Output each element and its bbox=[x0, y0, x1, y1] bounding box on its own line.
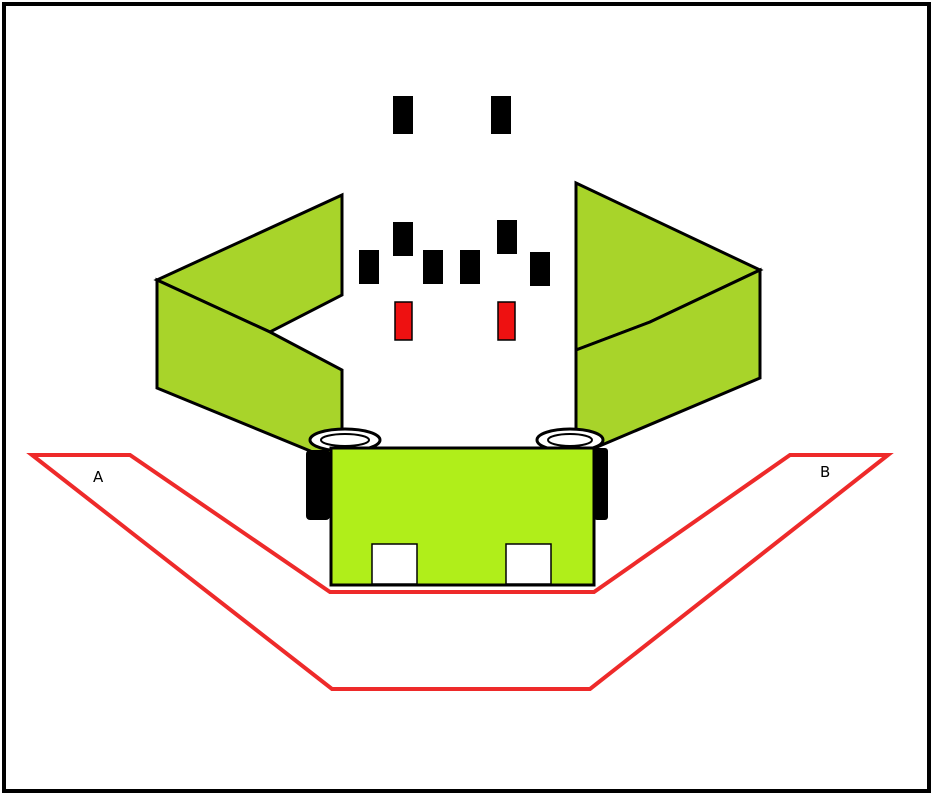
left-wall bbox=[153, 192, 344, 457]
scoring-zone-outline bbox=[26, 453, 894, 691]
dark-markers bbox=[359, 96, 550, 286]
robot-body bbox=[329, 446, 596, 587]
dark-marker bbox=[393, 96, 413, 134]
right-bumper bbox=[505, 543, 552, 585]
left-bumper bbox=[371, 543, 418, 585]
dark-marker bbox=[491, 96, 511, 134]
dark-marker bbox=[497, 220, 517, 254]
dark-marker bbox=[530, 252, 550, 286]
red-markers bbox=[394, 301, 516, 341]
right-wheel bbox=[594, 448, 608, 520]
zone-b-label: B bbox=[820, 463, 830, 481]
robot bbox=[306, 427, 608, 587]
dark-marker bbox=[393, 222, 413, 256]
zone-a-label: A bbox=[93, 468, 104, 486]
dark-marker bbox=[460, 250, 480, 284]
red-marker bbox=[394, 301, 413, 341]
dark-marker bbox=[423, 250, 443, 284]
red-marker bbox=[497, 301, 516, 341]
left-wheel bbox=[306, 450, 330, 520]
dark-marker bbox=[359, 250, 379, 284]
